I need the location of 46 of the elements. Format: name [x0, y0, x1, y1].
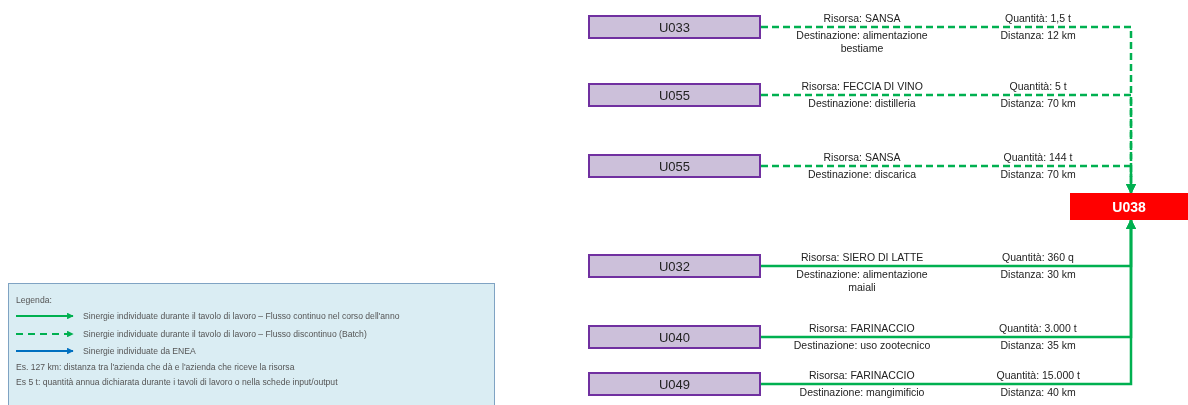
- distance-label: Distanza: 70 km: [1000, 168, 1076, 181]
- legend-title: Legenda:: [16, 295, 52, 306]
- dashed-arrow: [761, 164, 1136, 194]
- legend-note: Es 5 t: quantità annua dichiarata durante i tavoli di lavoro o nella schede input/output: [16, 376, 338, 388]
- company-box: [588, 15, 761, 39]
- legend-text: Sinergie individuate da ENEA: [83, 346, 196, 357]
- quantity-label: Quantità: 5 t: [1009, 80, 1067, 93]
- destination-label: Destinazione: alimentazione maiali: [795, 268, 929, 294]
- resource-label: Risorsa: SANSA: [823, 151, 901, 164]
- receiver-box: [1070, 193, 1188, 220]
- destination-label: Destinazione: uso zootecnico: [792, 339, 932, 352]
- destination-label: Destinazione: discarica: [807, 168, 917, 181]
- company-code: U033: [658, 19, 691, 35]
- distance-label: Distanza: 35 km: [1000, 339, 1076, 352]
- company-box: [588, 254, 761, 278]
- resource-label: Risorsa: FARINACCIO: [809, 369, 915, 382]
- company-code: U040: [658, 329, 691, 345]
- legend-text: Sinergie individuate durante il tavolo di lavoro – Flusso discontinuo (Batch): [83, 328, 367, 340]
- distance-label: Distanza: 70 km: [1000, 97, 1076, 110]
- destination-label: Destinazione: alimentazione bestiame: [795, 29, 929, 55]
- distance-label: Distanza: 12 km: [1000, 29, 1076, 42]
- quantity-label: Quantità: 3.000 t: [999, 322, 1077, 335]
- resource-label: Risorsa: SIERO DI LATTE: [801, 251, 924, 264]
- quantity-label: Quantità: 15.000 t: [996, 369, 1080, 382]
- company-code: U055: [658, 87, 691, 103]
- resource-label: Risorsa: SANSA: [823, 12, 901, 25]
- company-box: [588, 154, 761, 178]
- destination-label: Destinazione: distilleria: [807, 97, 917, 110]
- quantity-label: Quantità: 144 t: [1003, 151, 1073, 164]
- company-code: U055: [658, 158, 691, 174]
- company-code: U049: [658, 376, 691, 392]
- resource-label: Risorsa: FARINACCIO: [809, 322, 915, 335]
- arrow: [761, 219, 1136, 386]
- resource-label: Risorsa: FECCIA DI VINO: [801, 80, 923, 93]
- legend-note: Es. 127 km: distanza tra l'azienda che dà e l'azienda che riceve la risorsa: [16, 361, 295, 373]
- company-box: [588, 83, 761, 107]
- company-code: U032: [658, 258, 691, 274]
- quantity-label: Quantità: 360 q: [1002, 251, 1074, 264]
- company-box: [588, 372, 761, 396]
- distance-label: Distanza: 30 km: [1000, 268, 1076, 281]
- distance-label: Distanza: 40 km: [1000, 386, 1076, 399]
- legend-text: Sinergie individuate durante il tavolo di lavoro – Flusso continuo nel corso dell'anno: [83, 311, 400, 322]
- quantity-label: Quantità: 1,5 t: [1005, 12, 1071, 25]
- company-code: U038: [1112, 198, 1146, 215]
- company-box: [588, 325, 761, 349]
- destination-label: Destinazione: mangimificio: [798, 386, 926, 399]
